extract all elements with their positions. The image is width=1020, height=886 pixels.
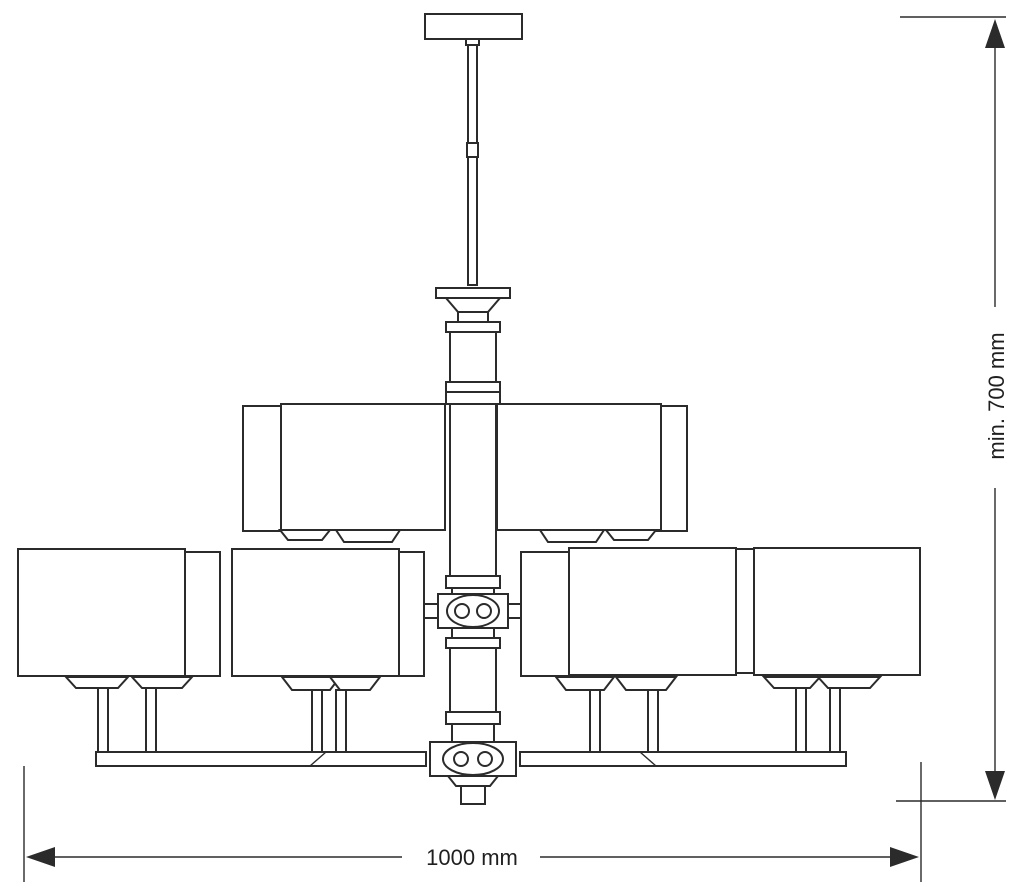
arrowhead-up-icon (985, 19, 1005, 48)
height-dimension (896, 16, 1006, 802)
central-column (445, 391, 501, 595)
bottom-finial (445, 775, 501, 805)
arrowhead-left-icon (26, 847, 55, 867)
upper-shades-front (280, 403, 662, 531)
suspension-rod (465, 38, 480, 286)
arrowhead-down-icon (985, 771, 1005, 800)
lower-shades-front (17, 547, 921, 677)
height-label: min. 700 mm (984, 332, 1009, 459)
lower-arm-frame (95, 751, 847, 767)
width-dimension (23, 762, 922, 882)
upper-column (445, 321, 501, 393)
bottom-hub (429, 741, 517, 777)
width-label: 1000 mm (426, 845, 518, 870)
upper-candle-cups (277, 529, 659, 543)
lower-column (445, 647, 501, 743)
middle-hub (437, 593, 509, 649)
arrowhead-right-icon (890, 847, 919, 867)
ceiling-canopy (424, 13, 523, 40)
upper-cup (435, 287, 511, 323)
